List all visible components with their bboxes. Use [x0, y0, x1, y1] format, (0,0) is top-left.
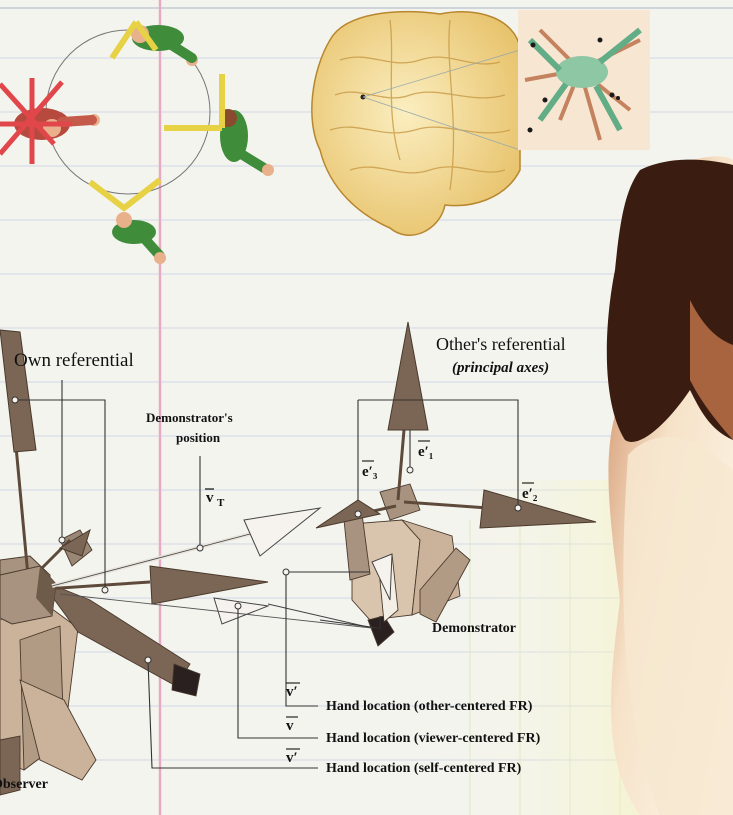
svg-text:v: v	[206, 490, 214, 506]
e2-label: e′₂	[522, 486, 538, 502]
demonstrators-position-label: Demonstrator's	[146, 410, 233, 425]
svg-text:Hand location (other-centered: Hand location (other-centered FR)	[326, 699, 533, 714]
others-referential-label: Other's referential	[436, 334, 566, 354]
observer-label: Observer	[0, 777, 48, 792]
svg-text:v: v	[286, 718, 294, 734]
svg-text:Hand location (self-centered F: Hand location (self-centered FR)	[326, 761, 522, 776]
svg-text:v′: v′	[286, 750, 298, 766]
woman-photo	[607, 156, 733, 815]
svg-text:T: T	[217, 497, 225, 509]
svg-text:v′: v′	[286, 684, 298, 700]
vector-overbars	[362, 441, 534, 483]
own-referential-label: Own referential	[14, 350, 134, 371]
e3-label: e′₃	[362, 464, 378, 480]
neuron-icon	[518, 10, 650, 150]
svg-text:Hand location (viewer-centered: Hand location (viewer-centered FR)	[326, 731, 541, 746]
e1-label: e′₁	[418, 444, 433, 460]
demonstrators-position-label-2: position	[176, 430, 221, 445]
demonstrator-label: Demonstrator	[432, 621, 516, 636]
principal-axes-label: (principal axes)	[452, 360, 549, 376]
brain-icon	[312, 12, 520, 236]
vt-label: v T	[205, 489, 225, 509]
own-referential-axes	[0, 330, 268, 624]
